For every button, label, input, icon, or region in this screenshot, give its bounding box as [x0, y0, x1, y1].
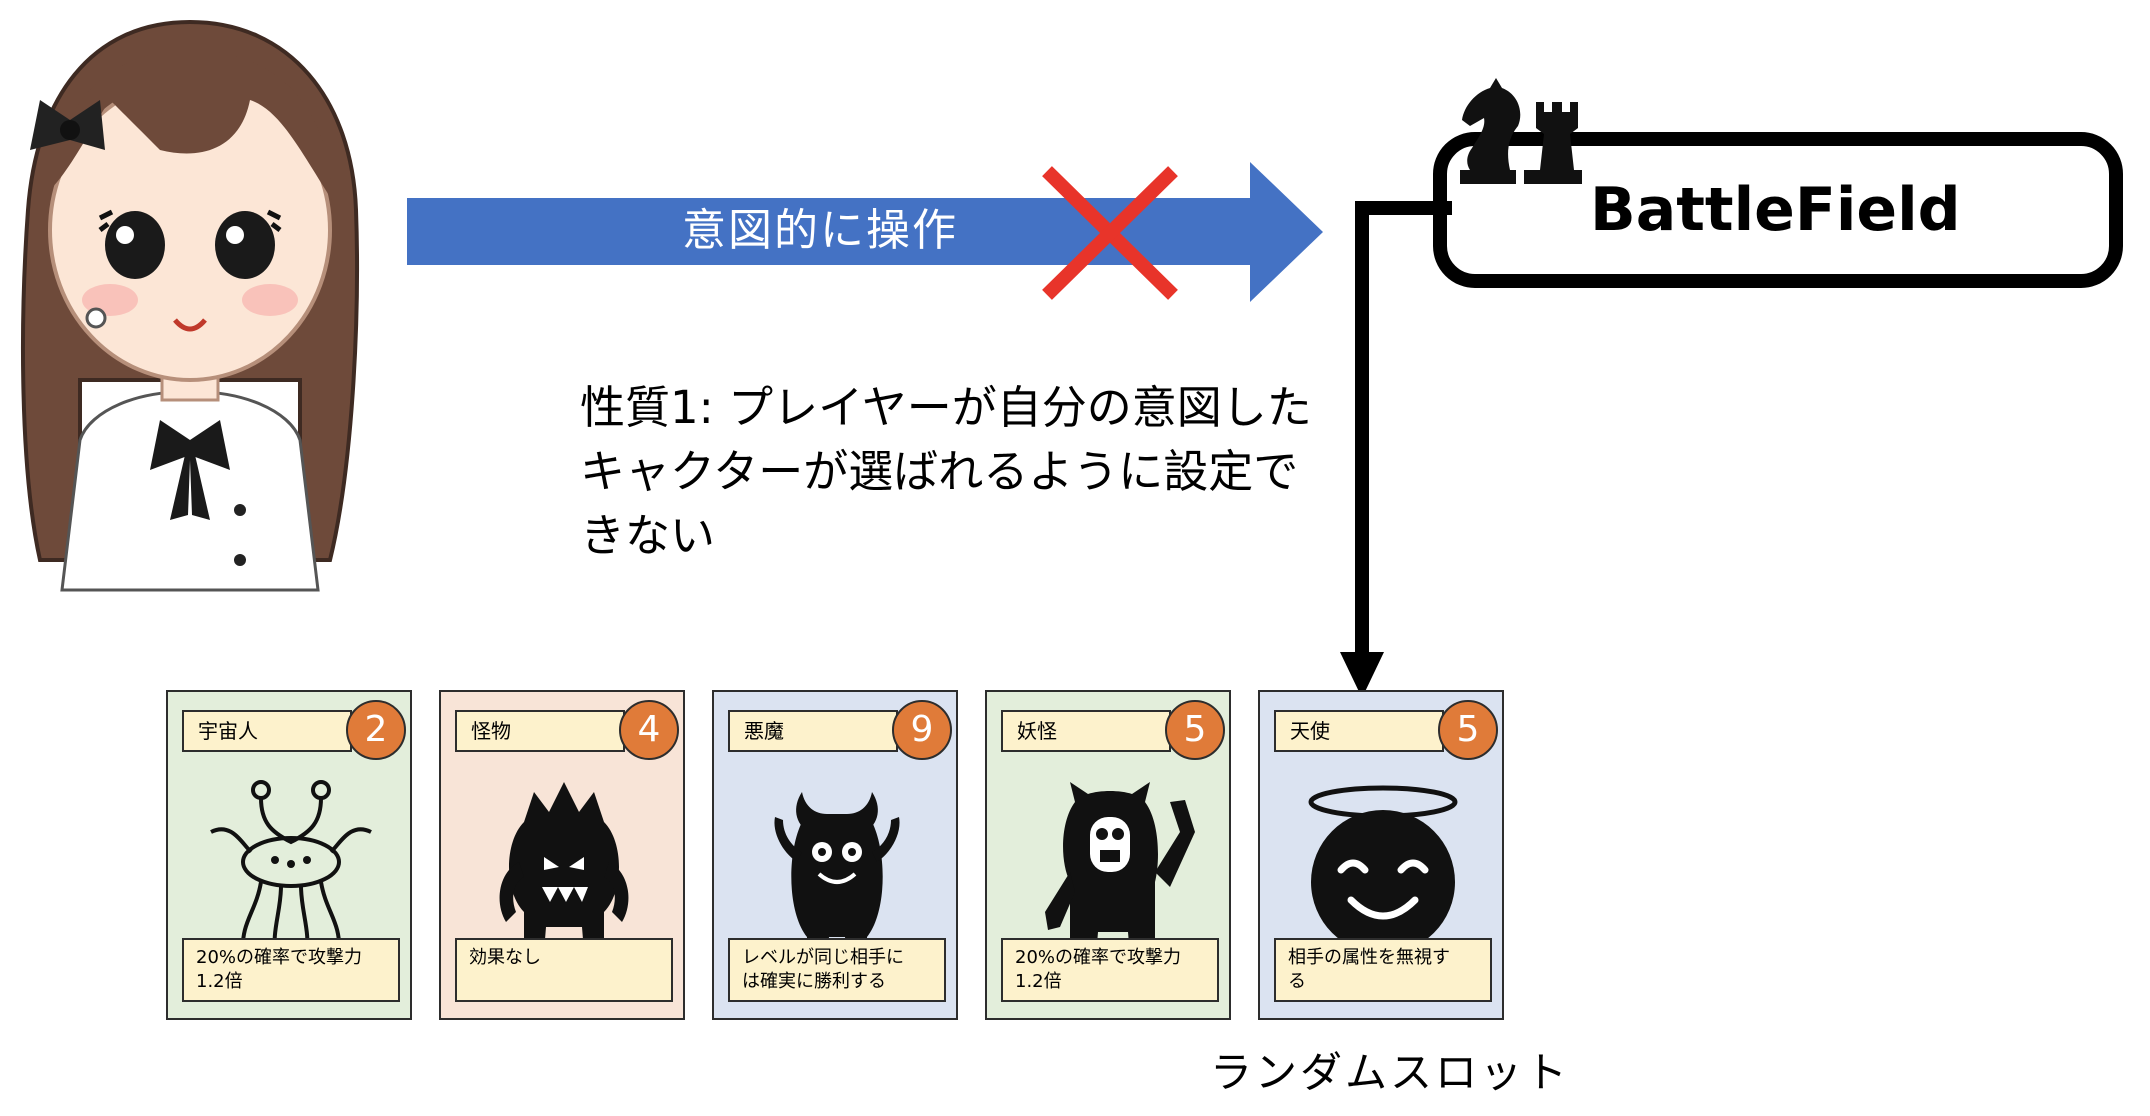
card-name: 天使 [1274, 710, 1444, 752]
card-name: 悪魔 [728, 710, 898, 752]
arrow-label: 意図的に操作 [682, 205, 958, 256]
note-line-1: 性質1: プレイヤーが自分の意図した [580, 381, 1312, 434]
chess-pieces-icon [1460, 78, 1582, 184]
card-description: レベルが同じ相手に は確実に勝利する [728, 938, 946, 1002]
connector-arrow [1340, 201, 1452, 698]
character-card-yokai: 妖怪 5 20%の確率で攻撃力 1.2倍 [985, 690, 1231, 1020]
level-badge: 5 [1438, 700, 1498, 760]
card-name: 妖怪 [1001, 710, 1171, 752]
note-line-3: きない [580, 509, 716, 562]
character-card-monster: 怪物 4 効果なし [439, 690, 685, 1020]
character-card-angel: 天使 5 相手の属性を無視す る [1258, 690, 1504, 1020]
card-name: 宇宙人 [182, 710, 352, 752]
monster-icon [499, 782, 629, 952]
property-note: 性質1: プレイヤーが自分の意図した キャクターが選ばれるように設定で きない [580, 376, 1340, 568]
card-description: 効果なし [455, 938, 673, 1002]
angel-icon [1308, 785, 1458, 954]
card-description: 20%の確率で攻撃力 1.2倍 [182, 938, 400, 1002]
card-description: 20%の確率で攻撃力 1.2倍 [1001, 938, 1219, 1002]
prohibited-cross-icon [1042, 166, 1178, 300]
manipulation-arrow [407, 162, 1323, 302]
character-card-devil: 悪魔 9 レベルが同じ相手に は確実に勝利する [712, 690, 958, 1020]
level-badge: 2 [346, 700, 406, 760]
flying-spaghetti-alien-icon [210, 780, 372, 958]
note-line-2: キャクターが選ばれるように設定で [580, 445, 1299, 498]
random-slot-label: ランダムスロット [1210, 1048, 1571, 1097]
battlefield-title: BattleField [1590, 175, 1961, 245]
card-description: 相手の属性を無視す る [1274, 938, 1492, 1002]
level-badge: 9 [892, 700, 952, 760]
level-badge: 4 [619, 700, 679, 760]
card-name: 怪物 [455, 710, 625, 752]
character-card-alien: 宇宙人 2 20%の確率で攻撃力 1.2倍 [166, 690, 412, 1020]
devil-icon [774, 792, 900, 957]
level-badge: 5 [1165, 700, 1225, 760]
girl-illustration [21, 19, 359, 592]
yokai-icon [1045, 782, 1195, 957]
